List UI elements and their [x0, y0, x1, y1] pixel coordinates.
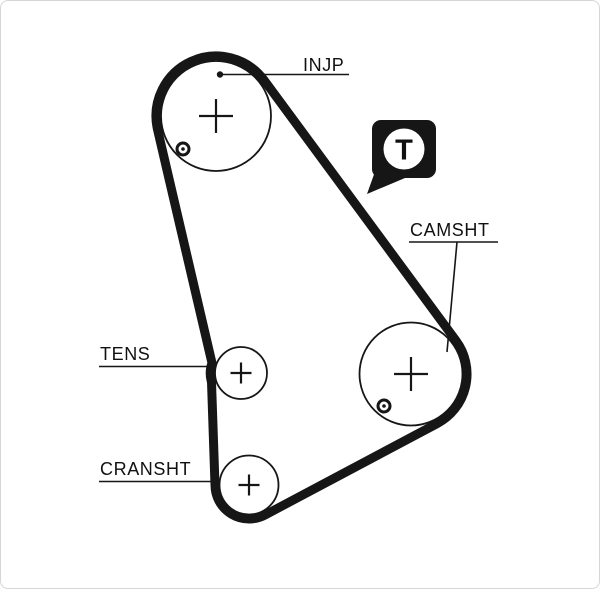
pin-marker-dot-icon	[382, 404, 386, 408]
camsht-callout: CAMSHT	[409, 220, 498, 353]
tensioner-tool-badge: T	[367, 120, 436, 194]
badge-letter: T	[395, 135, 413, 167]
tensioner-pulley	[214, 346, 268, 400]
cransht-label: CRANSHT	[100, 459, 191, 479]
plus-mark-icon	[230, 362, 252, 384]
cransht-callout: CRANSHT	[99, 459, 220, 483]
plus-mark-icon	[238, 474, 260, 496]
tens-callout: TENS	[99, 344, 216, 368]
injp-label: INJP	[303, 55, 344, 75]
timing-belt-path	[151, 51, 472, 524]
camsht-label: CAMSHT	[410, 220, 490, 240]
badge-circle-icon	[383, 128, 425, 170]
injp-callout: INJP	[216, 55, 349, 78]
plus-mark-icon	[394, 357, 428, 391]
camsht-leader-line	[446, 241, 458, 353]
camshaft-pulley	[358, 321, 464, 427]
plus-mark-icon	[199, 99, 233, 133]
crankshaft-pulley	[218, 454, 280, 516]
pin-marker-dot-icon	[181, 147, 185, 151]
tens-label: TENS	[100, 344, 150, 364]
injection-pump-pulley	[160, 60, 272, 172]
